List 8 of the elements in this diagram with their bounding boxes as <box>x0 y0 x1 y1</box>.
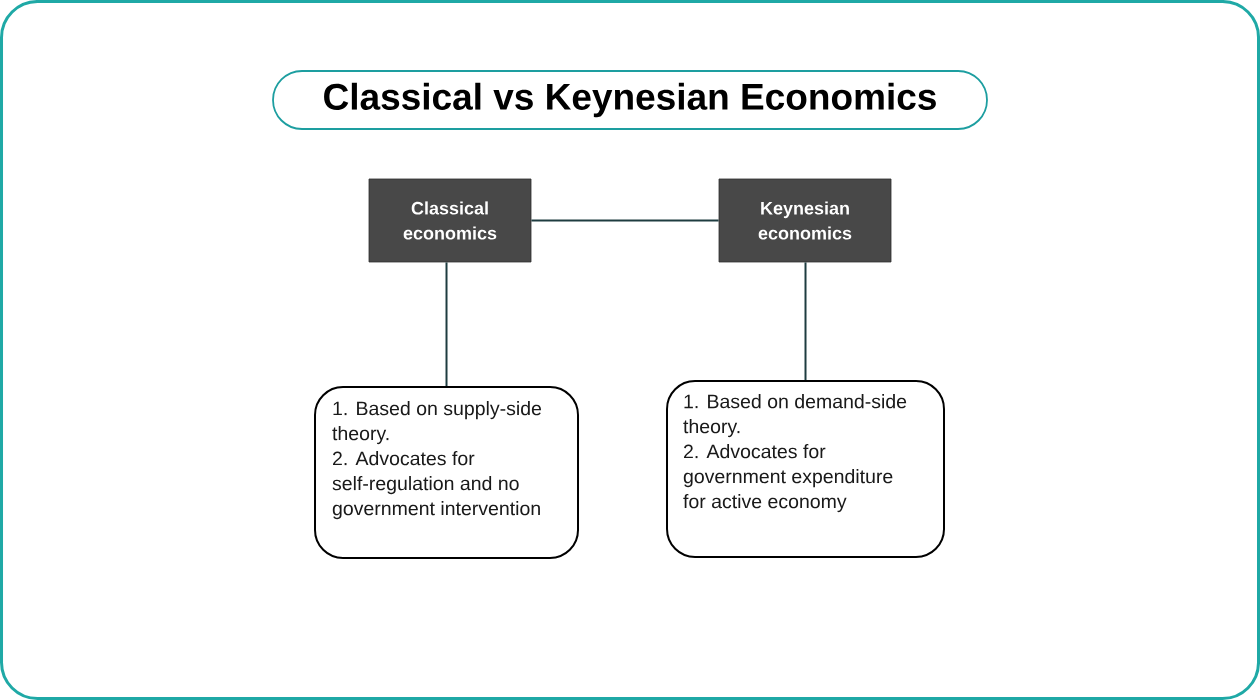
description-box: 1. Based on supply-side theory. 2. Advocates for self-regulation and no government intervention <box>314 386 579 559</box>
concept-box: Classical economics <box>368 178 532 263</box>
connector-line <box>445 261 448 387</box>
connector-line <box>804 261 807 381</box>
connector-line <box>530 219 720 222</box>
title-banner: Classical vs Keynesian Economics <box>272 70 988 130</box>
description-box: 1. Based on demand-side theory. 2. Advocates for government expenditure for active economy <box>666 380 945 558</box>
concept-box: Keynesian economics <box>718 178 892 263</box>
